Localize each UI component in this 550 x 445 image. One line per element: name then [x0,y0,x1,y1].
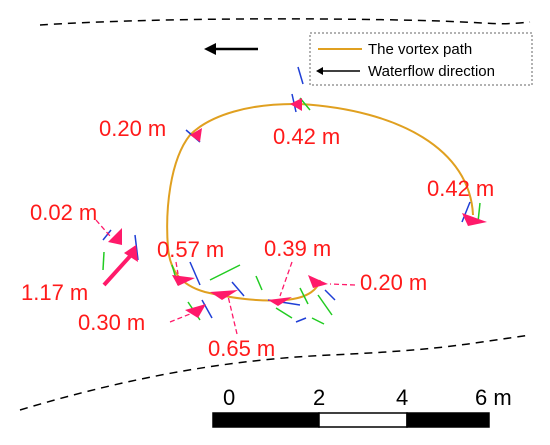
label-1-17m: 1.17 m [21,280,88,305]
scale-tick-4: 4 [396,385,408,410]
scale-tick-6m: 6 m [475,385,512,410]
label-0-39m: 0.39 m [264,236,331,261]
label-0-57m: 0.57 m [157,237,224,262]
label-0-02m: 0.02 m [30,200,97,225]
leader-lines [95,219,356,335]
flow-arrow [204,43,258,55]
legend-waterflow: Waterflow direction [368,63,495,80]
label-0-65m: 0.65 m [208,336,275,361]
legend-vortex-path: The vortex path [368,41,472,58]
label-0-42m-top: 0.42 m [273,124,340,149]
scale-tick-2: 2 [313,385,325,410]
label-0-20m-top: 0.20 m [99,116,166,141]
legend: The vortex path Waterflow direction [309,32,533,86]
vortex-markers [102,98,487,318]
scale-tick-0: 0 [223,385,235,410]
upper-bank [39,18,531,26]
lower-bank [19,334,531,411]
label-0-42m-right: 0.42 m [427,176,494,201]
label-0-30m: 0.30 m [78,310,145,335]
label-0-20m-right: 0.20 m [360,270,427,295]
scale-bar: 0 2 4 6 m [212,385,512,428]
